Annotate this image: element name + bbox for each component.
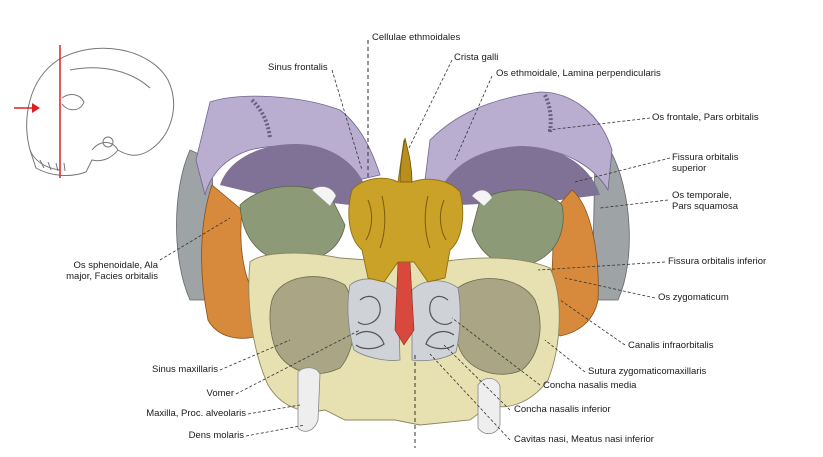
molar-tooth-right xyxy=(477,377,501,435)
label-fissura-orbitalis-superior: Fissura orbitalis xyxy=(672,152,739,163)
label-sinus-maxillaris: Sinus maxillaris xyxy=(152,364,218,375)
label-sutura-zygomaticomaxillaris: Sutura zygomaticomaxillaris xyxy=(588,366,707,377)
label-os-sphenoidale: Os sphenoidale, Ala xyxy=(73,260,158,271)
label-os-sphenoidale-2: major, Facies orbitalis xyxy=(66,271,158,282)
label-maxilla-proc-alveolaris: Maxilla, Proc. alveolaris xyxy=(146,408,246,419)
concha-media-right xyxy=(429,295,453,325)
molar-tooth-left xyxy=(297,367,321,432)
label-canalis-infraorbitalis: Canalis infraorbitalis xyxy=(628,340,714,351)
skull-lateral-outline-icon xyxy=(26,47,175,176)
label-os-zygomaticum: Os zygomaticum xyxy=(658,292,729,303)
sphenoid-wing-right xyxy=(471,189,564,267)
label-fissura-orbitalis-superior-2: superior xyxy=(672,163,707,174)
label-cavitas-nasi: Cavitas nasi, Meatus nasi inferior xyxy=(514,434,654,445)
coronal-section xyxy=(176,91,630,435)
zygomatic-bone-left xyxy=(201,184,263,339)
label-os-frontale: Os frontale, Pars orbitalis xyxy=(652,112,759,123)
label-concha-nasalis-inferior: Concha nasalis inferior xyxy=(514,404,611,415)
concha-inferior-left xyxy=(355,331,385,350)
label-cellulae-ethmoidales: Cellulae ethmoidales xyxy=(372,32,461,43)
label-os-ethmoidale: Os ethmoidale, Lamina perpendicularis xyxy=(496,68,661,79)
label-dens-molaris: Dens molaris xyxy=(188,430,244,441)
crista-galli xyxy=(399,137,413,183)
label-vomer: Vomer xyxy=(206,388,234,399)
skull-orientation-thumbnail xyxy=(14,45,175,178)
arrow-right-icon xyxy=(14,103,40,113)
label-sinus-frontalis: Sinus frontalis xyxy=(268,62,328,73)
label-fissura-orbitalis-inferior: Fissura orbitalis inferior xyxy=(668,256,767,267)
concha-inferior-right xyxy=(425,331,455,350)
label-concha-nasalis-media: Concha nasalis media xyxy=(543,380,637,391)
concha-media-left xyxy=(357,295,381,325)
label-crista-galli: Crista galli xyxy=(454,52,499,63)
leader-lines xyxy=(159,59,671,441)
label-os-temporale-2: Pars squamosa xyxy=(672,201,739,212)
sphenoid-wing-left xyxy=(239,185,346,263)
temporal-bone-right xyxy=(591,149,630,301)
ethmoid-bone xyxy=(348,139,464,283)
maxillary-sinus-left xyxy=(269,276,355,374)
label-os-temporale: Os temporale, xyxy=(672,190,732,201)
